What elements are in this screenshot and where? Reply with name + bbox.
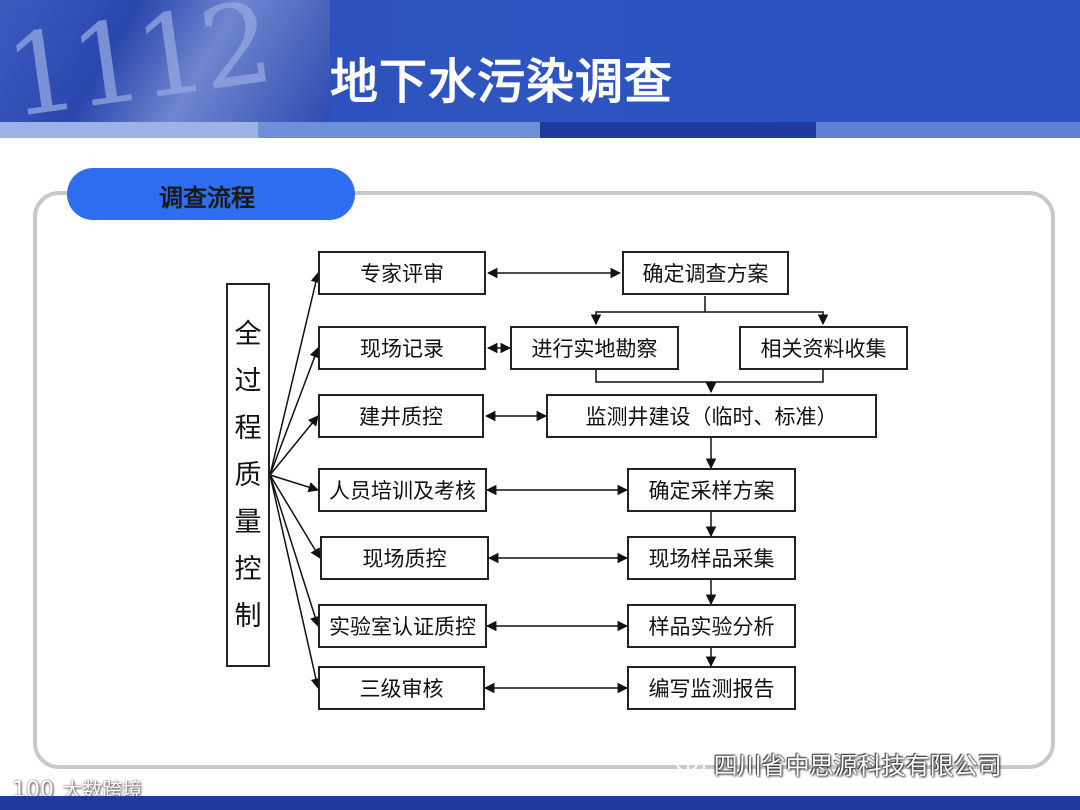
header-stripe-4 [816, 122, 1080, 138]
node-expert-review: 专家评审 [318, 251, 486, 295]
node-write-report: 编写监测报告 [627, 666, 796, 710]
node-three-level-audit: 三级审核 [318, 666, 485, 710]
header-stripe-2 [258, 122, 540, 138]
header-banner: 1112 地下水污染调查 [0, 0, 1080, 122]
vertical-char: 过 [234, 365, 262, 397]
node-sample-collection: 现场样品采集 [627, 536, 796, 580]
fan-line-3 [269, 415, 319, 476]
branch-plan [590, 296, 706, 326]
fan-line-5 [269, 474, 321, 559]
wechat-icon [676, 753, 706, 777]
header-stripe-3 [540, 122, 816, 138]
section-label: 调查流程 [159, 184, 255, 212]
node-field-qc: 现场质控 [320, 536, 489, 580]
node-well-qc: 建井质控 [318, 394, 484, 438]
fan-line-1 [269, 271, 321, 476]
node-sampling-plan: 确定采样方案 [627, 468, 796, 512]
vertical-char: 全 [234, 318, 262, 350]
header-stripe-1 [0, 122, 258, 138]
vertical-char: 质 [234, 459, 262, 491]
node-determine-plan: 确定调查方案 [622, 251, 789, 295]
node-data-collection: 相关资料收集 [739, 326, 908, 370]
merge-left [595, 370, 717, 394]
node-lab-qc: 实验室认证质控 [318, 604, 487, 648]
content-panel [33, 191, 1055, 769]
node-staff-training: 人员培训及考核 [318, 468, 487, 512]
node-well-construction: 监测井建设（临时、标准） [546, 394, 877, 438]
company-watermark: 四川省中思源科技有限公司 [676, 746, 1002, 781]
footer-bar [0, 796, 1080, 810]
node-lab-analysis: 样品实验分析 [627, 604, 796, 648]
node-field-record: 现场记录 [318, 326, 486, 370]
node-field-survey: 进行实地勘察 [510, 326, 679, 370]
fan-line-6 [269, 474, 321, 628]
section-pill: 调查流程 [67, 168, 355, 220]
company-name: 四川省中思源科技有限公司 [713, 752, 1002, 780]
vertical-char: 控 [234, 553, 262, 585]
vertical-char: 程 [234, 412, 262, 444]
fan-line-2 [269, 347, 320, 476]
header-decoration: 1112 [0, 0, 330, 122]
full-process-qc-box: 全 过 程 质 量 控 制 [226, 283, 270, 667]
vertical-char: 量 [234, 506, 262, 538]
page-title: 地下水污染调查 [330, 54, 674, 110]
fan-line-7 [269, 474, 322, 690]
fan-line-4 [269, 474, 320, 493]
branch-plan-right [705, 311, 829, 326]
merge-right [711, 370, 824, 383]
vertical-char: 制 [234, 600, 262, 632]
